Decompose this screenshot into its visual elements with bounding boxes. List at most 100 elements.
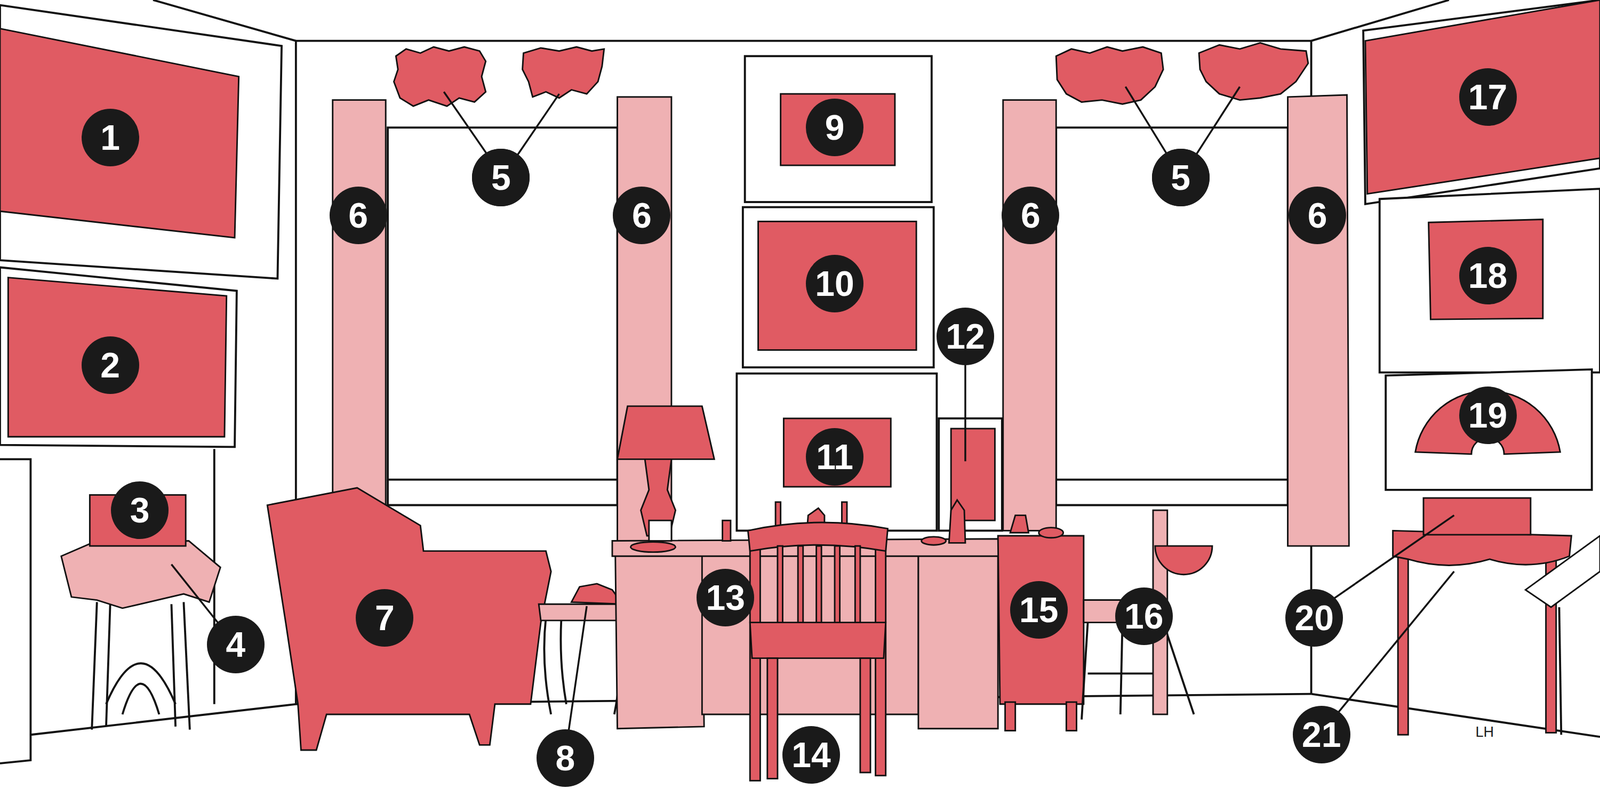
valances [394, 46, 486, 107]
picture-frames [0, 0, 1600, 531]
desk [921, 537, 947, 546]
leader-lines [1125, 86, 1170, 159]
leader-lines [1194, 86, 1240, 159]
armchair [267, 488, 551, 751]
artist-signature: LH [1475, 725, 1495, 740]
side-table [122, 684, 160, 715]
small-table [560, 620, 566, 705]
callout-number: 2 [81, 336, 140, 395]
picture-frames [0, 5, 282, 279]
console-table [1393, 498, 1600, 735]
desk-chair [767, 658, 778, 780]
desk [649, 520, 672, 541]
picture-frames [0, 28, 239, 238]
nightstand [1038, 528, 1064, 539]
leader-lines [964, 362, 966, 462]
callout-number: 18 [1459, 246, 1517, 305]
windows [1056, 127, 1288, 480]
room-outline [30, 704, 296, 735]
desk [612, 406, 1006, 730]
callout-number: 17 [1459, 68, 1517, 126]
side-table [61, 541, 221, 609]
picture-frames [1363, 0, 1600, 205]
windows [1056, 480, 1288, 506]
desk [722, 520, 731, 541]
valances [1056, 46, 1164, 104]
leader-lines [171, 86, 1454, 734]
curtains [1003, 100, 1056, 532]
callout-number: 10 [805, 254, 864, 313]
desk-chair [797, 546, 804, 626]
picture-frames [758, 221, 917, 350]
pink-chair [1081, 510, 1213, 720]
picture-frames [1428, 219, 1543, 320]
valances [522, 46, 605, 99]
desk [918, 551, 998, 730]
small-table [538, 604, 625, 621]
desk-chair [749, 622, 886, 659]
picture-frames [742, 207, 934, 368]
curtains [332, 94, 1350, 547]
callout-number: 5 [472, 148, 530, 207]
desk-chair [777, 546, 783, 626]
desk-chair [816, 546, 822, 626]
picture-frames [0, 267, 237, 448]
leader-lines [1336, 571, 1454, 715]
callout-number: 15 [1010, 581, 1068, 639]
callout-number: 19 [1459, 386, 1517, 445]
picture-frames [1385, 369, 1592, 491]
callout-number: 3 [110, 481, 169, 540]
curtains [332, 100, 386, 511]
nightstand [1010, 515, 1029, 534]
side-table [183, 602, 190, 730]
desk [948, 500, 966, 543]
callout-number: 9 [805, 98, 864, 157]
callout-number: 13 [696, 569, 755, 627]
picture-frames [8, 277, 227, 438]
side-table [91, 602, 190, 730]
callout-number: 1 [81, 108, 140, 167]
curtains [1288, 94, 1350, 547]
callout-number: 5 [1152, 148, 1210, 207]
pink-chair [1155, 546, 1213, 575]
callout-number: 6 [329, 186, 388, 245]
desk-chair [834, 546, 840, 626]
small-table [571, 584, 623, 605]
console-table [1397, 551, 1408, 736]
pink-chair [1120, 622, 1123, 715]
windows [387, 127, 1288, 506]
small-table [544, 617, 551, 715]
nightstand [1066, 702, 1077, 732]
leader-lines [443, 91, 490, 158]
side-table [91, 602, 98, 730]
valances [1198, 42, 1309, 100]
side-table [171, 604, 176, 727]
picture-frames [736, 373, 937, 532]
nightstand [1005, 702, 1016, 732]
windows [387, 480, 618, 506]
picture-frames [1379, 188, 1600, 373]
picture-frames [1365, 0, 1600, 195]
callout-number: 14 [782, 726, 840, 784]
callout-number: 8 [536, 729, 595, 788]
leader-lines [1331, 515, 1455, 601]
small-table [538, 584, 625, 715]
desk [617, 406, 715, 460]
armchair [267, 488, 551, 751]
leader-lines [515, 93, 559, 159]
callout-number: 6 [1001, 186, 1060, 245]
callout-number: 4 [206, 616, 265, 674]
desk-chair [854, 546, 861, 626]
callout-number: 6 [1288, 186, 1347, 245]
callout-number: 7 [355, 589, 414, 647]
console-table [1423, 498, 1531, 535]
callout-number: 12 [936, 307, 995, 366]
leader-lines [568, 606, 587, 733]
callout-number: 16 [1115, 587, 1173, 646]
callout-number: 11 [805, 428, 864, 486]
nightstand [997, 515, 1084, 732]
valances [394, 42, 1309, 107]
desk [615, 551, 704, 730]
